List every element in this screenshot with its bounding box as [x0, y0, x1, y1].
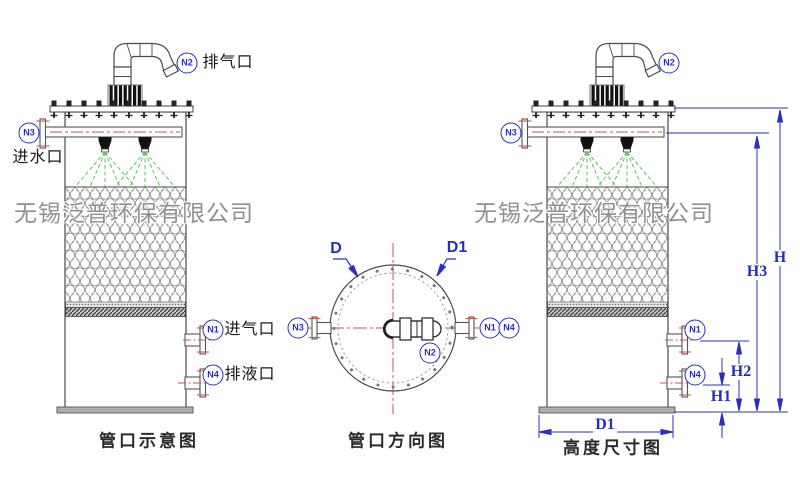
- bolt-circle-D: [337, 272, 449, 384]
- port-badge-n4-left: N4: [202, 364, 224, 386]
- watermark-right: 无锡泛普环保有限公司: [474, 200, 714, 226]
- dim-label-H1: H1: [708, 388, 734, 405]
- top-view-exhaust-pipe: [382, 317, 442, 341]
- dim-label-D1-bottom: D1: [593, 416, 617, 433]
- port-badge-n1-right: N1: [684, 319, 706, 341]
- top-view-n1n4-flange: [454, 316, 478, 340]
- port-badge-n4-right: N4: [684, 364, 706, 386]
- port-badge-n3-left: N3: [18, 122, 40, 144]
- bolt-holes: [332, 267, 454, 389]
- top-view: [307, 243, 479, 414]
- port-label-gas-inlet: 进气口: [224, 321, 276, 338]
- dim-label-D: D: [330, 240, 342, 257]
- dim-label-H2: H2: [728, 363, 754, 380]
- port-badge-n2-left: N2: [176, 52, 198, 74]
- port-badge-n2-top: N2: [419, 342, 441, 364]
- top-view-n3-flange: [308, 316, 332, 340]
- port-badge-n3-top: N3: [287, 317, 309, 339]
- caption-port-schematic: 管口示意图: [99, 431, 199, 451]
- caption-port-direction: 管口方向图: [348, 431, 448, 451]
- dim-label-H: H: [771, 249, 789, 266]
- port-badge-n3-right: N3: [500, 122, 522, 144]
- dim-label-D1-top: D1: [446, 239, 468, 256]
- dim-label-H3: H3: [744, 263, 770, 280]
- caption-height-dims: 高度尺寸图: [563, 438, 663, 458]
- watermark-left: 无锡泛普环保有限公司: [14, 200, 254, 226]
- port-badge-n1-left: N1: [202, 319, 224, 341]
- diameter-leaders: [333, 258, 456, 278]
- tower-left-view: [35, 42, 214, 414]
- port-label-drain: 排液口: [224, 366, 276, 383]
- port-label-water-inlet: 进水口: [12, 149, 64, 166]
- port-label-exhaust: 排气口: [202, 54, 254, 71]
- port-badge-n1-top: N1: [479, 317, 501, 339]
- port-badge-n2-right: N2: [658, 52, 680, 74]
- tower-right-view: [517, 42, 696, 414]
- port-badge-n4-top: N4: [498, 317, 520, 339]
